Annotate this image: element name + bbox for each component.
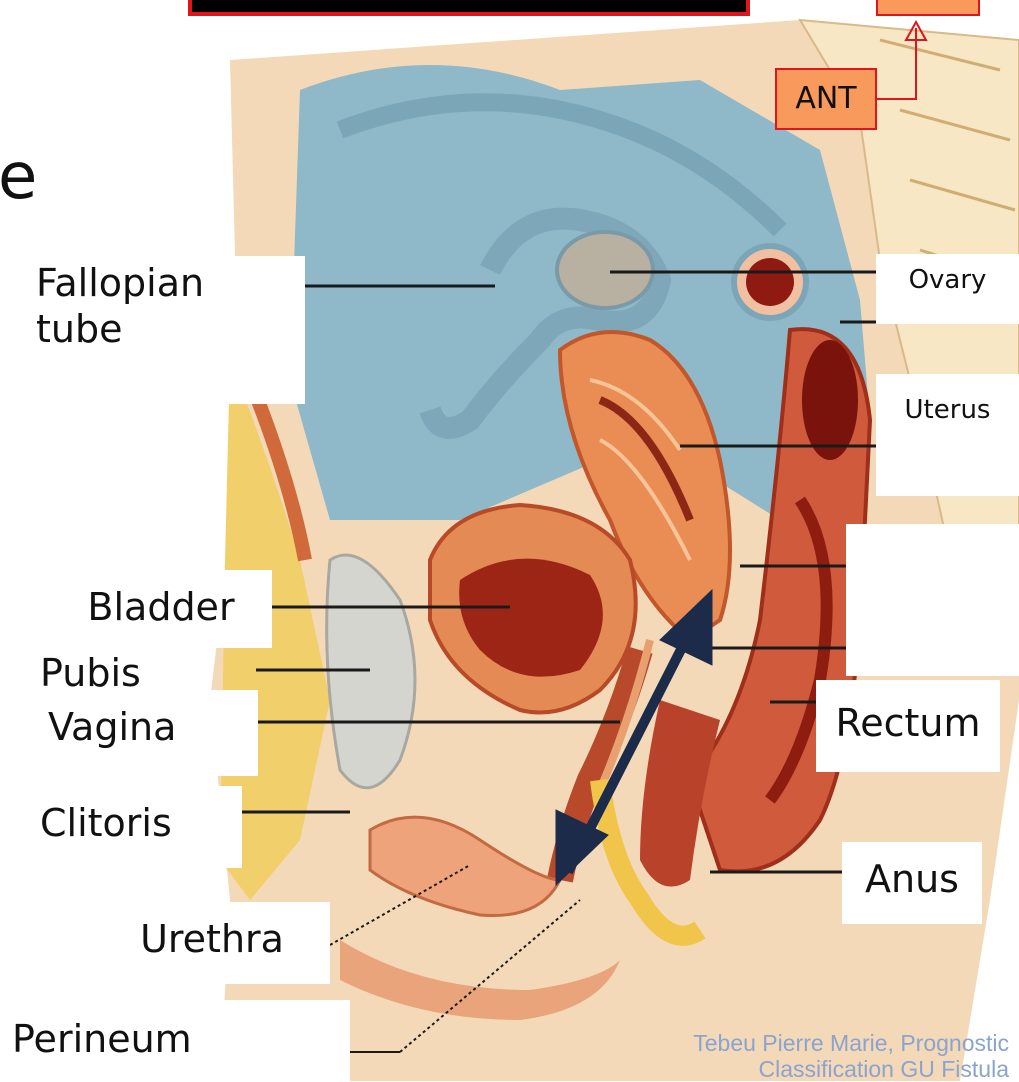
label-vagina: Vagina bbox=[40, 690, 258, 776]
orientation-box-top bbox=[876, 0, 980, 16]
label-fallopian-tube: Fallopian tube bbox=[28, 256, 305, 404]
ant-label: ANT bbox=[795, 81, 856, 116]
label-uterus: Uterus bbox=[876, 374, 1019, 496]
orientation-box-ant: ANT bbox=[775, 68, 877, 130]
label-ovary: Ovary bbox=[876, 254, 1019, 324]
label-perineum: Perineum bbox=[0, 1000, 350, 1081]
label-blank-box bbox=[846, 524, 1019, 676]
label-urethra: Urethra bbox=[94, 902, 330, 984]
label-clitoris: Clitoris bbox=[32, 786, 242, 868]
ovary-shape bbox=[557, 232, 653, 308]
label-bladder: Bladder bbox=[50, 570, 272, 648]
label-anus: Anus bbox=[842, 842, 982, 924]
source-credit: Tebeu Pierre Marie, Prognostic Classific… bbox=[679, 1030, 1009, 1082]
label-rectum: Rectum bbox=[816, 680, 1000, 772]
